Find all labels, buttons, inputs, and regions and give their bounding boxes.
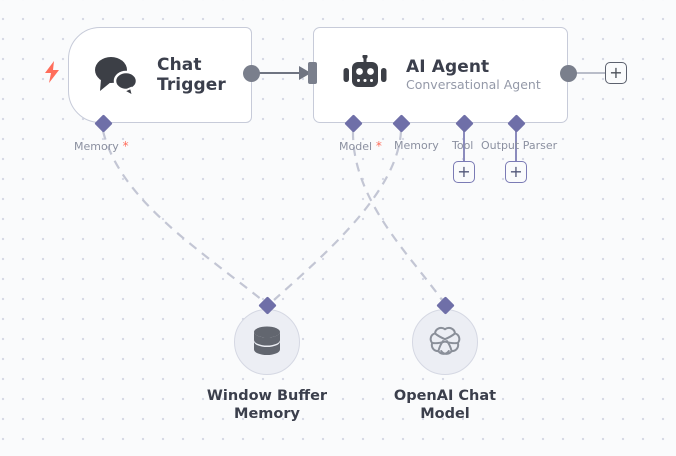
subnode-window-buffer-memory[interactable] xyxy=(234,309,300,375)
port-label-memory-ai-agent: Memory xyxy=(394,139,439,152)
port-output-chat-trigger[interactable] xyxy=(243,65,260,82)
port-label-model-text: Model xyxy=(339,140,373,153)
port-label-model-ai-agent: Model * xyxy=(339,139,382,153)
required-asterisk-icon: * xyxy=(118,139,129,153)
node-ai-agent-subtitle: Conversational Agent xyxy=(406,77,541,93)
port-input-ai-agent[interactable] xyxy=(308,62,317,84)
node-ai-agent[interactable]: AI Agent Conversational Agent xyxy=(313,27,568,123)
node-chat-trigger-title: Chat Trigger xyxy=(157,54,226,95)
port-label-memory-text: Memory xyxy=(74,140,119,153)
openai-icon xyxy=(426,323,464,361)
node-chat-trigger-text: Chat Trigger xyxy=(157,55,226,95)
edge-chat-trigger-memory-to-window-buffer-memory xyxy=(101,130,263,301)
subnode-label-window-buffer-memory: Window Buffer Memory xyxy=(206,388,328,422)
database-icon xyxy=(251,325,283,359)
subnode-openai-chat-model[interactable] xyxy=(412,309,478,375)
edge-ai-agent-memory-to-window-buffer-memory xyxy=(273,130,403,301)
port-label-output-parser-ai-agent: Output Parser xyxy=(481,139,558,152)
port-label-tool-ai-agent: Tool xyxy=(452,139,474,152)
plus-icon: + xyxy=(609,62,623,82)
robot-icon xyxy=(342,55,388,95)
port-output-ai-agent[interactable] xyxy=(560,65,577,82)
add-tool-node-button[interactable]: + xyxy=(453,161,475,183)
chat-bubbles-icon xyxy=(91,53,141,97)
add-output-parser-node-button[interactable]: + xyxy=(505,161,527,183)
lightning-bolt-icon xyxy=(44,61,60,83)
edge-ai-agent-model-to-openai-chat-model xyxy=(351,130,443,301)
subnode-label-openai-chat-model: OpenAI Chat Model xyxy=(393,388,497,422)
port-label-memory-chat-trigger: Memory * xyxy=(74,139,129,153)
node-ai-agent-title: AI Agent xyxy=(406,57,490,78)
node-chat-trigger[interactable]: Chat Trigger xyxy=(68,27,252,123)
plus-icon: + xyxy=(457,161,471,181)
required-asterisk-icon: * xyxy=(372,139,382,153)
node-ai-agent-text: AI Agent Conversational Agent xyxy=(406,57,541,93)
add-node-after-ai-agent-button[interactable]: + xyxy=(605,62,627,84)
plus-icon: + xyxy=(509,161,523,181)
